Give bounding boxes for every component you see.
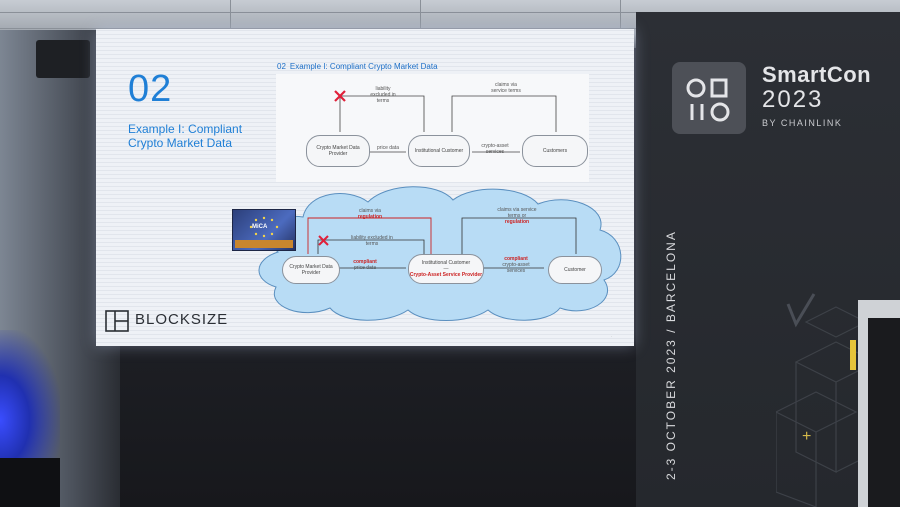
blocksize-logo-icon	[105, 310, 129, 332]
cloud-price-data-text: price data	[354, 265, 376, 271]
cloud-diagram-arrows	[307, 217, 577, 269]
cloud-node-institutional-customer: Institutional Customer — Crypto-Asset Se…	[408, 254, 484, 284]
cloud-node-market-data-provider: Crypto Market Data Provider	[282, 256, 340, 284]
mica-eu-image	[232, 209, 296, 251]
cloud-node-dash: —	[443, 266, 449, 272]
cloud-node-institutional-label: Institutional Customer	[421, 260, 471, 266]
regulation-cloud	[258, 186, 622, 321]
cloud-claims-right: claims via service terms or regulation	[495, 207, 539, 225]
smartcon-logo-icon	[672, 62, 746, 134]
section-number: 02	[128, 68, 173, 110]
slide-title-number: 02	[277, 62, 286, 71]
plus-decoration-icon: +	[802, 428, 812, 445]
edge-label-claims: claims via service terms	[491, 82, 521, 94]
edge-label-services: crypto-asset services	[481, 143, 509, 155]
cloud-price-data: compliant price data	[352, 259, 378, 271]
slide-page-marker: ·	[611, 334, 613, 339]
event-organizer: BY CHAINLINK	[762, 118, 843, 128]
node-market-data-provider: Crypto Market Data Provider	[306, 135, 370, 167]
cloud-node-customer: Customer	[548, 256, 602, 284]
node-institutional-customer: Institutional Customer	[408, 135, 470, 167]
top-diagram-arrows	[334, 90, 557, 153]
cloud-claims-left-text: claims via	[359, 208, 381, 214]
cloud-claims-right-text: claims via service terms or	[497, 207, 537, 219]
event-year: 2023	[762, 86, 824, 113]
cloud-node-casp-label: Crypto-Asset Service Provider	[409, 272, 483, 278]
cloud-claims-left: claims via regulation	[352, 208, 388, 220]
cloud-services-text: crypto-asset services	[502, 262, 530, 274]
ceiling-panel-line	[0, 28, 900, 29]
brand-name: BLOCKSIZE	[135, 311, 229, 328]
smartcon-logo-mark	[686, 78, 730, 122]
ceiling-panel-line	[620, 0, 621, 48]
cloud-services: compliant crypto-asset services	[496, 256, 536, 274]
wall-speaker	[36, 40, 90, 78]
blue-stage-light	[0, 330, 60, 480]
checkmark-icon	[786, 293, 816, 328]
ceiling-panel-line	[420, 0, 421, 48]
cloud-claims-left-regulation: regulation	[357, 214, 383, 220]
edge-label-price-data: price data	[377, 145, 399, 151]
ceiling-panel-line	[230, 0, 231, 48]
cloud-claims-right-regulation: regulation	[504, 219, 530, 225]
event-name: SmartCon	[762, 62, 872, 87]
podium-front	[868, 318, 900, 507]
cloud-compliant-left: compliant	[353, 259, 377, 265]
section-title: Example I: Compliant Crypto Market Data	[128, 122, 243, 150]
node-customers: Customers	[522, 135, 588, 167]
eu-stars-icon	[235, 216, 293, 248]
event-dates-location: 2-3 OCTOBER 2023 / BARCELONA	[664, 230, 678, 480]
ceiling-panel-line	[0, 12, 900, 13]
cloud-compliant-right: compliant	[504, 256, 528, 262]
edge-label-liability: liability excluded in terms	[370, 86, 396, 104]
mica-label: MiCA	[252, 224, 268, 230]
cloud-liability-label: liability excluded in terms	[351, 235, 393, 247]
floor-equipment	[0, 458, 60, 507]
podium-accent	[850, 340, 856, 370]
slide-title-text: Example I: Compliant Crypto Market Data	[289, 62, 438, 71]
